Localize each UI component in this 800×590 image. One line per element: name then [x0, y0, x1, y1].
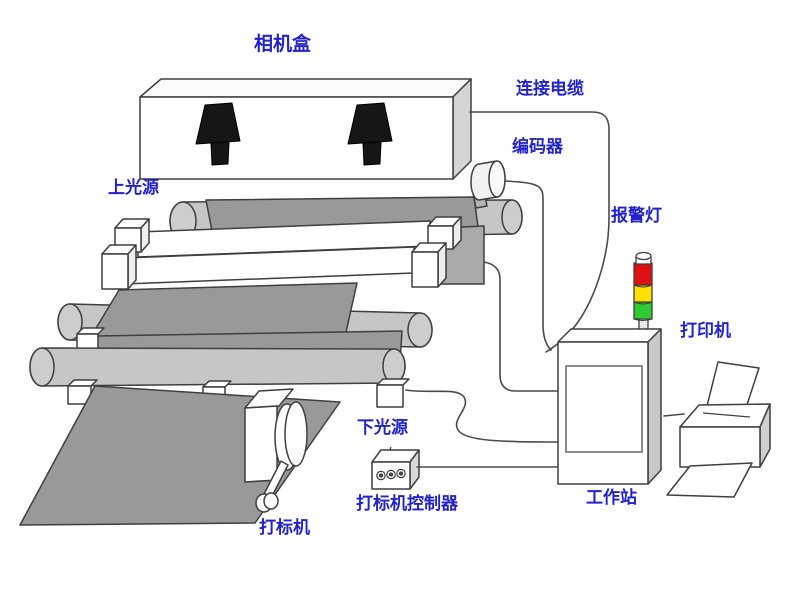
label-upper-light-source: 上光源 [108, 178, 159, 198]
roller-foot [67, 378, 410, 408]
camera-2-icon [347, 102, 393, 166]
cable-upper-light [483, 261, 559, 392]
label-workstation: 工作站 [586, 488, 637, 508]
roller-foot [76, 327, 105, 352]
label-marker: 打标机 [259, 518, 310, 538]
label-printer: 打印机 [680, 321, 731, 341]
label-camera-box: 相机盒 [254, 33, 312, 55]
camera-1-icon [195, 102, 241, 166]
camera-box [139, 78, 472, 180]
cable-printer [663, 413, 685, 417]
label-connection-cable: 连接电缆 [516, 79, 584, 99]
workstation-screen [565, 365, 643, 453]
encoder-device [470, 160, 506, 209]
label-alarm-light: 报警灯 [611, 206, 662, 226]
cable-lower-light [405, 389, 559, 443]
alarm-light-tower [633, 251, 653, 339]
label-encoder: 编码器 [512, 137, 563, 157]
upper-light-bar-front [101, 242, 447, 290]
label-marker-controller: 打标机控制器 [356, 494, 458, 514]
marking-machine [244, 388, 308, 513]
marker-controller-box [371, 446, 420, 490]
cable-encoder [505, 180, 552, 351]
printer-tray [666, 462, 753, 498]
label-lower-light-source: 下光源 [357, 418, 408, 438]
printer-device [666, 361, 771, 498]
workstation-unit [557, 328, 662, 485]
